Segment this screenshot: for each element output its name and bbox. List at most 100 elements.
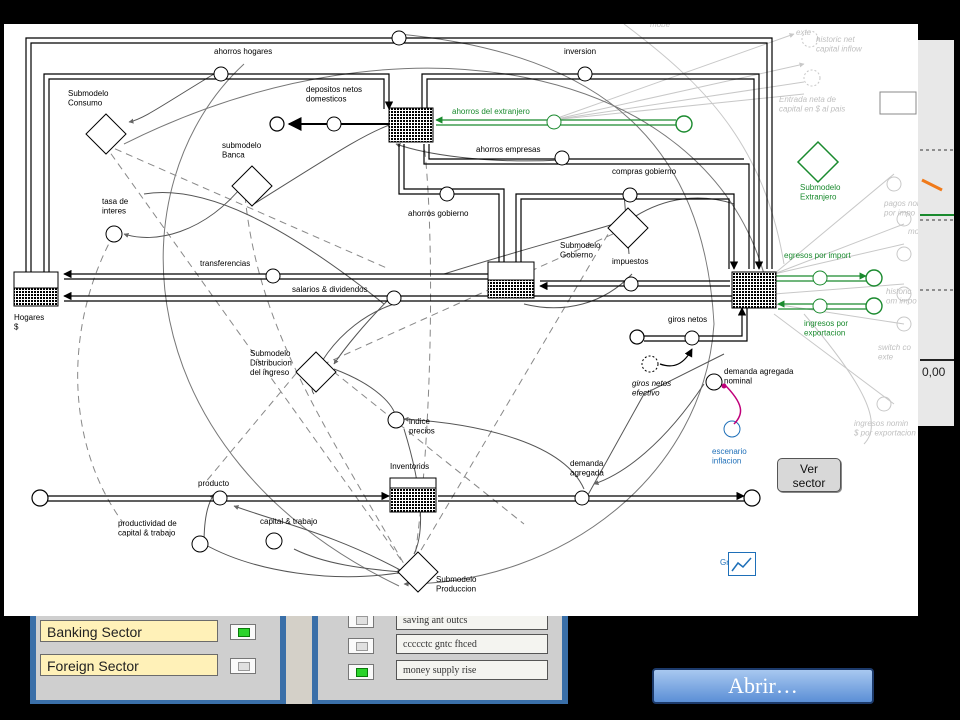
cloud-depositos <box>269 116 285 132</box>
policy-label: ccccctc gntc fhced <box>403 639 477 650</box>
ghost-box <box>879 91 917 115</box>
stock-label: Hogares$ <box>14 313 44 332</box>
graph-value-label: 0,00 <box>922 365 946 379</box>
aux-vars <box>105 225 723 553</box>
label-ahorros-empresas: ahorros empresas <box>476 145 540 154</box>
graph-icon[interactable] <box>728 552 756 576</box>
ghost-label-exte: exte <box>796 28 812 37</box>
stock-hogares: Hogares$ <box>13 271 59 332</box>
inflacion-link-dot <box>721 383 727 389</box>
policy-row-3[interactable]: money supply rise <box>396 660 548 680</box>
sector-control-panel: Banking Sector Foreign Sector saving ant… <box>30 610 568 704</box>
valve-egresos-import <box>812 270 828 286</box>
valve-ahorros-gobierno <box>439 186 455 202</box>
sector-row-banking[interactable]: Banking Sector <box>40 620 218 642</box>
giros-link <box>659 348 693 367</box>
label-compras-gobierno: compras gobierno <box>612 167 677 176</box>
submodelo-banca-diamond <box>231 165 273 207</box>
submodelo-consumo-diamond <box>85 113 127 155</box>
sector-toggle-banking[interactable] <box>230 624 256 640</box>
label-egresos-import: egresos por import <box>784 251 851 260</box>
stock-externo <box>731 271 777 309</box>
label-salarios: salarios & dividendos <box>292 285 368 294</box>
valve-impuestos <box>623 276 639 292</box>
cloud-ahorros-extranjero <box>675 115 693 133</box>
cloud-producto-source <box>31 489 49 507</box>
ghost-node <box>803 69 821 87</box>
valve-top <box>391 30 407 46</box>
ver-sector-label: Ver sector <box>792 462 826 490</box>
policy-toggle-3[interactable] <box>348 664 374 680</box>
ghost-label-mo: mo <box>908 227 918 236</box>
valve-giros-netos <box>684 330 700 346</box>
ghost-node <box>876 396 892 412</box>
policy-toggle-1[interactable] <box>348 612 374 628</box>
label-ahorros-gobierno: ahorros gobierno <box>408 209 469 218</box>
valve-compras-gobierno <box>622 187 638 203</box>
cloud-export <box>865 297 883 315</box>
submodelo-extranjero-diamond <box>796 140 840 184</box>
ghost-node <box>801 30 819 48</box>
ghost-label-mobe: mobe <box>650 24 671 29</box>
aux-demanda-nominal <box>705 373 723 391</box>
ghost-label-ingresos-nomin: ingresos nomin$ por exportacion <box>853 419 916 438</box>
label-inversion: inversion <box>564 47 596 56</box>
policy-label: saving ant outcs <box>403 615 468 626</box>
green-labels: ahorros del extranjero egresos por impor… <box>452 107 851 338</box>
ghost-links <box>551 23 912 445</box>
sector-label: Foreign Sector <box>47 658 139 674</box>
valve-salarios <box>386 290 402 306</box>
abrir-button[interactable]: Abrir… <box>652 668 874 704</box>
sector-row-foreign[interactable]: Foreign Sector <box>40 654 218 676</box>
label-impuestos: impuestos <box>612 257 648 266</box>
cloud-import <box>865 269 883 287</box>
big-arcs <box>123 33 765 587</box>
valve-ahorros-empresas <box>554 150 570 166</box>
ghost-node <box>896 286 912 302</box>
stock-inventorios: Inventorios <box>389 462 437 513</box>
graph-orange-line <box>921 178 943 192</box>
ghost-node <box>896 316 912 332</box>
label-capital-trabajo: capital & trabajo <box>260 517 318 526</box>
cloud-producto-sink <box>743 489 761 507</box>
label-transferencias: transferencias <box>200 259 250 268</box>
green-clouds <box>675 115 883 315</box>
green-valves <box>546 114 828 314</box>
clouds <box>31 116 761 507</box>
valve-depositos <box>326 116 342 132</box>
ghost-node <box>896 211 912 227</box>
stock-label: Inventorios <box>390 462 429 471</box>
sector-toggle-foreign[interactable] <box>230 658 256 674</box>
ghost-label-pagos: pagos nominpor impo <box>883 199 918 218</box>
policy-row-2[interactable]: ccccctc gntc fhced <box>396 634 548 654</box>
aux-escenario-inflacion <box>723 420 741 438</box>
flow-pipes <box>25 37 773 502</box>
cloud-giros <box>629 329 645 345</box>
aux-indice-precios <box>387 411 405 429</box>
policy-toggle-2[interactable] <box>348 638 374 654</box>
valve-demanda-agregada <box>574 490 590 506</box>
stock-depositos <box>388 107 434 143</box>
ver-sector-button[interactable]: Ver sector <box>777 458 841 492</box>
valve-producto <box>212 490 228 506</box>
valves <box>212 30 700 506</box>
sector-label: Banking Sector <box>47 624 142 640</box>
